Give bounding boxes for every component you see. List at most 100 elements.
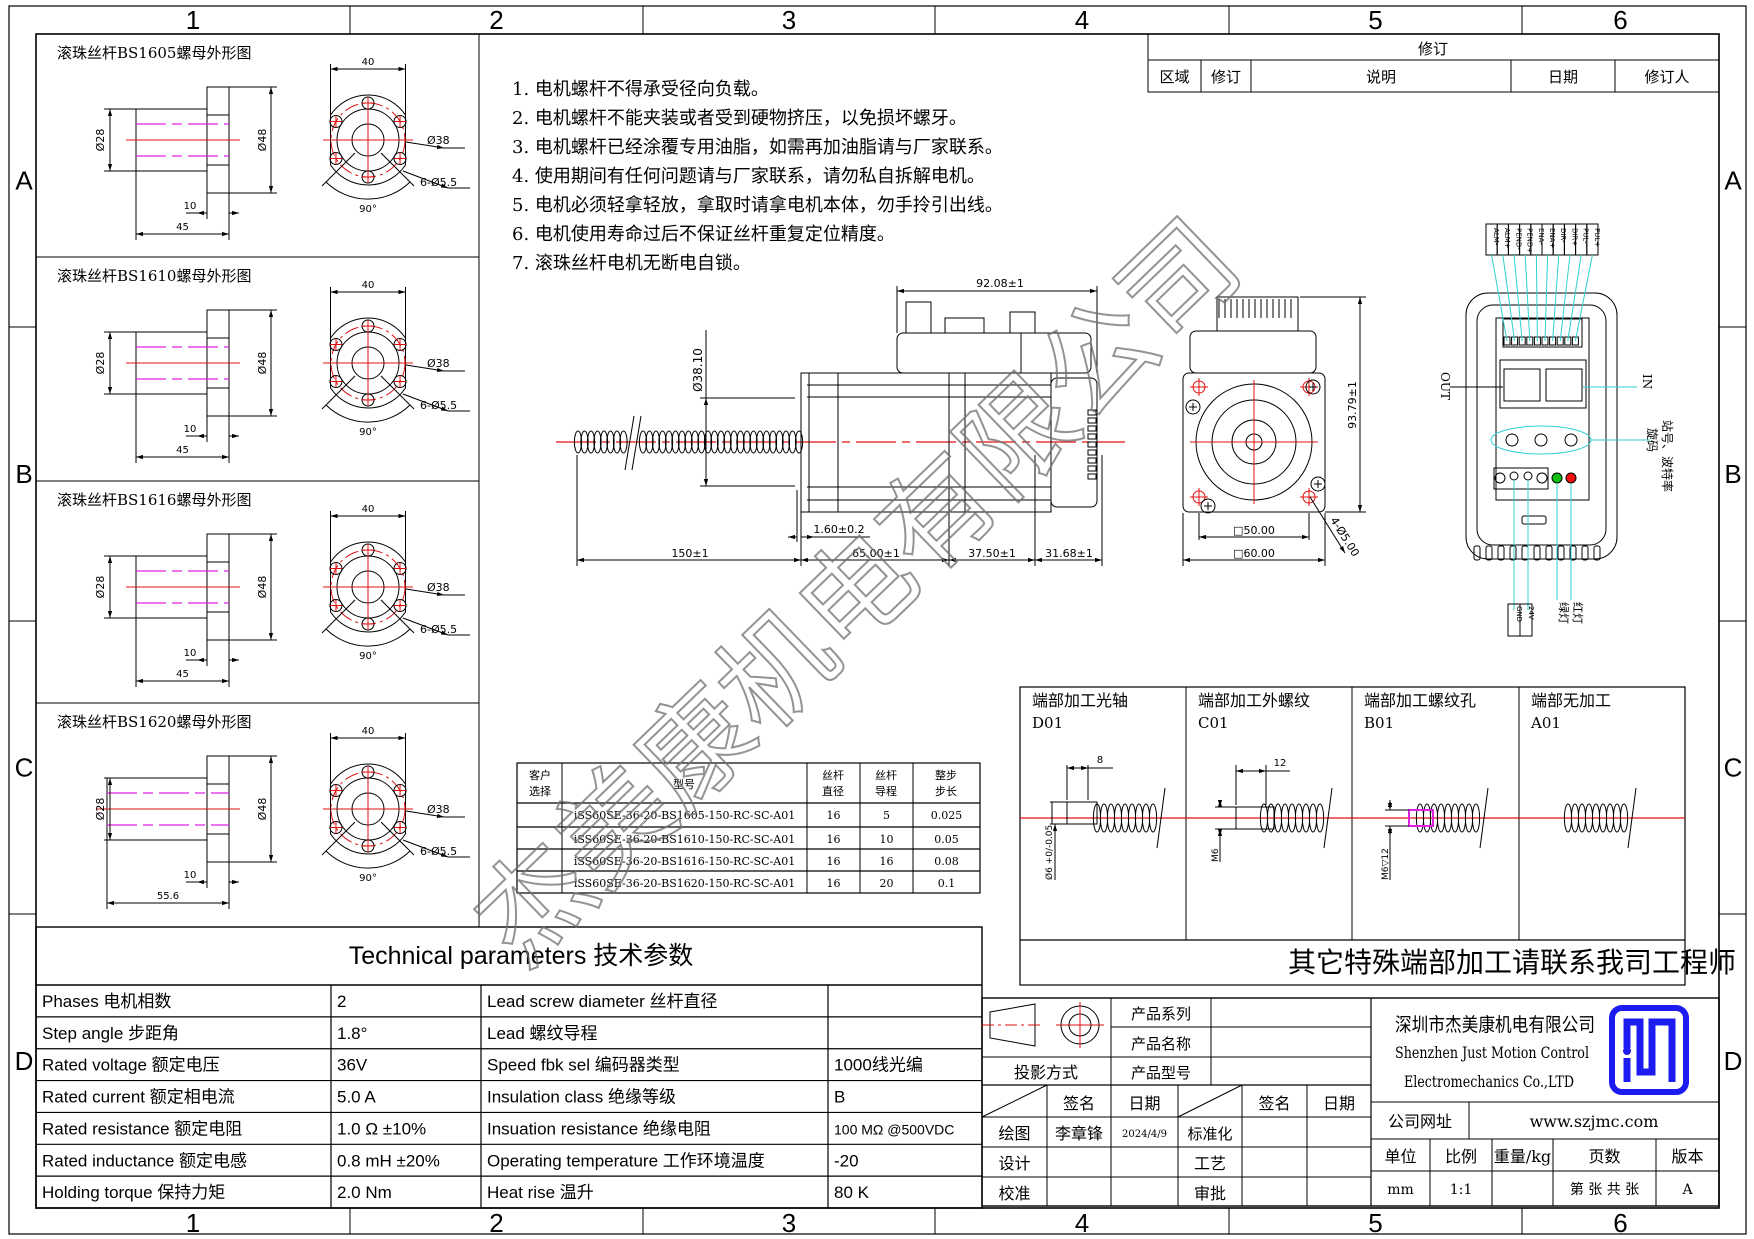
- dim-text: 6-Ø5.5: [420, 399, 457, 412]
- tech-param-cell: 1.0 Ω ±10%: [337, 1119, 426, 1138]
- heatsink-fin: [1557, 545, 1565, 561]
- tech-param-cell: 1000线光编: [834, 1056, 923, 1075]
- dimension-line: [402, 617, 449, 636]
- model-table: [516, 762, 981, 894]
- pin-label: ENA-: [1537, 228, 1545, 245]
- line: [380, 375, 415, 410]
- screw-thread: [762, 430, 771, 454]
- version-value: A: [1681, 1182, 1693, 1198]
- tech-param-cell: B: [834, 1088, 845, 1107]
- table-cell: 16: [827, 855, 841, 868]
- line: [380, 599, 415, 634]
- table-cell: 5: [883, 809, 890, 822]
- label: 产品型号: [1131, 1064, 1191, 1082]
- break-line: [1479, 787, 1489, 849]
- signal-wire: [1535, 254, 1538, 342]
- dimension-line: [402, 839, 449, 858]
- zone-col-label: 3: [782, 1208, 796, 1238]
- line: [321, 375, 356, 410]
- tech-param-cell: 100 MΩ @500VDC: [834, 1121, 954, 1137]
- led-label: 红灯: [1571, 602, 1584, 624]
- rect: [1571, 336, 1579, 346]
- end-option-title: 端部加工螺纹孔: [1364, 691, 1476, 710]
- dim-text: 90°: [359, 873, 377, 884]
- pin-label: DIR+: [1570, 228, 1578, 246]
- dim-text: 10: [184, 648, 197, 659]
- label: 重量/kg: [1494, 1147, 1551, 1166]
- revision-header: 日期: [1548, 68, 1578, 86]
- label: 版本: [1671, 1147, 1703, 1166]
- dim-text: 65.00±1: [852, 547, 900, 560]
- rect: [1503, 336, 1511, 346]
- label: 页数: [1588, 1147, 1620, 1166]
- signal-terminal: [1502, 318, 1583, 348]
- note-line: 7. 滚珠丝杆电机无断电自锁。: [512, 253, 751, 274]
- heatsink-fin: [1593, 545, 1601, 561]
- label: 比例: [1445, 1147, 1477, 1166]
- fin: [1087, 449, 1097, 456]
- rotary-dial: [1564, 433, 1578, 447]
- dim-text: 55.6: [157, 891, 179, 902]
- logo-mark: [1623, 1018, 1676, 1082]
- tech-param-cell: Speed fbk sel 编码器类型: [487, 1056, 680, 1075]
- tech-param-cell: Phases 电机相数: [42, 992, 171, 1011]
- tech-param-cell: -20: [834, 1151, 859, 1170]
- table-header: 丝杆: [822, 768, 844, 782]
- table-cell: 16: [827, 833, 841, 846]
- angle-arc: [325, 628, 411, 647]
- label: 产品系列: [1131, 1005, 1191, 1023]
- nut-panel-title: 滚珠丝杆BS1620螺母外形图: [57, 713, 251, 731]
- in-label: IN: [1640, 374, 1654, 389]
- circle: [1536, 472, 1548, 484]
- label: 产品名称: [1131, 1035, 1191, 1053]
- screw-thread: [1471, 803, 1481, 833]
- label: 签名: [1063, 1094, 1095, 1113]
- label: 审批: [1194, 1184, 1226, 1203]
- note-line: 4. 使用期间有任何问题请与厂家联系，请勿私自拆解电机。: [512, 166, 985, 187]
- screw-thread: [677, 430, 687, 454]
- table-header: 客户: [529, 768, 551, 782]
- table-cell: 16: [827, 809, 841, 822]
- tech-param-cell: Heat rise 温升: [487, 1183, 594, 1202]
- break-line: [1323, 787, 1333, 849]
- label: 日期: [1323, 1094, 1355, 1113]
- signal-wire: [1502, 254, 1516, 342]
- screw-thread: [781, 430, 791, 454]
- table-cell: 16: [827, 877, 841, 890]
- heatsink-fin: [1569, 545, 1577, 561]
- dim-text: Ø48: [256, 576, 269, 599]
- note-line: 2. 电机螺杆不能夹装或者受到硬物挤压，以免损坏螺牙。: [512, 108, 967, 129]
- dim-text: 1.60±0.2: [813, 523, 864, 536]
- connector: [1009, 311, 1036, 334]
- dim-text: Ø28: [94, 352, 107, 375]
- drawn-date: 2024/4/9: [1122, 1129, 1167, 1140]
- company-name-en: Electromechanics Co.,LTD: [1404, 1072, 1574, 1091]
- dim-text: Ø48: [256, 352, 269, 375]
- screw-thread: [658, 430, 667, 454]
- table-header: 整步: [935, 768, 957, 782]
- signal-wire: [1559, 254, 1571, 342]
- tech-param-cell: Step angle 步距角: [42, 1024, 179, 1043]
- zone-col-label: 3: [782, 5, 796, 35]
- screw-thread: [723, 430, 732, 454]
- nut-flange-front: [330, 94, 406, 186]
- fin: [1087, 433, 1097, 440]
- zone-row-label: D: [15, 1046, 34, 1076]
- screw-thread: [684, 430, 693, 454]
- zone-row-label: B: [1724, 459, 1741, 489]
- dimension-line: [402, 393, 449, 412]
- dim-text: M6▽12: [1381, 848, 1391, 880]
- label: 标准化: [1187, 1125, 1232, 1143]
- dim-text: Ø38: [427, 581, 450, 594]
- rect: [1476, 304, 1607, 546]
- table-header: 选择: [529, 784, 551, 798]
- table-cell: 10: [880, 833, 894, 846]
- table-cell: iSS60SE-36-20-BS1616-150-RC-SC-A01: [574, 855, 795, 868]
- zone-col-label: 1: [186, 1208, 200, 1238]
- zone-row-label: A: [1724, 166, 1742, 196]
- tech-param-cell: 36V: [337, 1056, 368, 1075]
- pin-label: ALM-: [1492, 228, 1500, 246]
- screw-thread: [749, 430, 758, 454]
- screw-thread: [794, 430, 804, 454]
- tech-param-cell: Lead 螺纹导程: [487, 1024, 598, 1043]
